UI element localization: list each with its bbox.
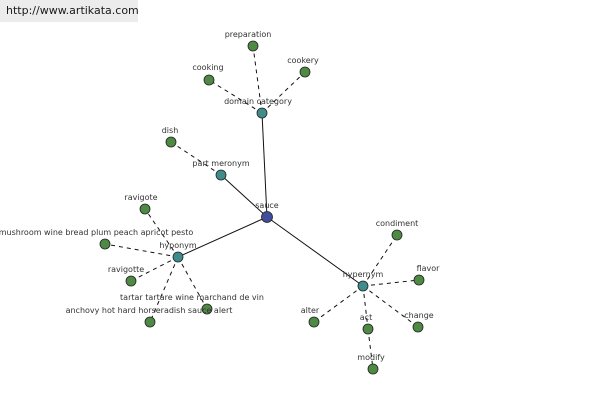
edge-part_meronym-dish <box>170 141 222 176</box>
node-label: ravigotte <box>108 265 144 274</box>
node-flavor[interactable]: flavor <box>413 264 441 286</box>
node-label: act <box>360 313 372 322</box>
edge-sauce-hyponym <box>177 216 268 258</box>
edge-hypernym-condiment <box>362 234 398 287</box>
node-modify[interactable]: modify <box>357 353 385 375</box>
node-condiment[interactable]: condiment <box>376 219 419 241</box>
edge-sauce-part_meronym <box>220 174 268 218</box>
edge-domain_category-cookery <box>261 71 306 114</box>
node-marker[interactable] <box>367 363 379 375</box>
node-marker[interactable] <box>172 251 184 263</box>
node-anchovy[interactable]: anchovy hot hard horseradish sauce alert <box>66 306 233 328</box>
edge-hyponym-anchovy <box>149 256 179 323</box>
edge-sauce-domain_category <box>261 112 268 218</box>
node-sauce[interactable]: sauce <box>255 201 279 223</box>
node-label: part meronym <box>192 159 249 168</box>
node-preparation[interactable]: preparation <box>225 30 272 52</box>
node-label: sauce <box>255 201 279 210</box>
node-label: preparation <box>225 30 272 39</box>
node-cooking[interactable]: cooking <box>192 63 224 86</box>
node-marker[interactable] <box>201 303 213 315</box>
node-marker[interactable] <box>125 275 137 287</box>
graph-edges <box>104 45 420 370</box>
node-label: tartar tartare wine marchand de vin <box>120 293 264 302</box>
node-marker[interactable] <box>203 74 215 86</box>
node-label: condiment <box>376 219 419 228</box>
edge-hyponym-tartar_marchand <box>177 256 208 310</box>
node-label: cookery <box>287 56 319 65</box>
node-cookery[interactable]: cookery <box>287 56 319 78</box>
node-marker[interactable] <box>139 203 151 215</box>
node-label: anchovy hot hard horseradish sauce alert <box>66 306 233 315</box>
node-marker[interactable] <box>144 316 156 328</box>
node-label: alter <box>301 306 320 315</box>
node-ravigote-1[interactable]: ravigote <box>124 193 158 215</box>
node-alter[interactable]: alter <box>301 306 320 328</box>
graph-nodes: sauce domain category part meronym hyponym h… <box>0 30 441 375</box>
node-marker[interactable] <box>357 280 369 292</box>
node-hypernym[interactable]: hypernym <box>343 270 384 292</box>
node-marker[interactable] <box>99 238 111 250</box>
node-marker[interactable] <box>215 169 227 181</box>
node-marker[interactable] <box>362 323 374 335</box>
edge-hypernym-act <box>362 285 369 330</box>
edge-hypernym-flavor <box>362 279 420 287</box>
edge-hyponym-ravigote_1 <box>144 208 179 258</box>
node-marker[interactable] <box>261 211 273 223</box>
edge-hypernym-change <box>362 285 419 328</box>
node-change[interactable]: change <box>404 311 434 333</box>
node-marker[interactable] <box>412 321 424 333</box>
edge-hypernym-alter <box>313 285 364 323</box>
node-marker[interactable] <box>247 40 259 52</box>
node-marker[interactable] <box>308 316 320 328</box>
node-act[interactable]: act <box>360 313 374 335</box>
node-mushroom-wine[interactable]: mushroom wine bread plum peach apricot p… <box>0 228 193 250</box>
node-label: cooking <box>192 63 223 72</box>
node-label: modify <box>357 353 385 362</box>
node-dish[interactable]: dish <box>162 126 179 148</box>
node-marker[interactable] <box>256 107 268 119</box>
edge-domain_category-cooking <box>208 79 263 114</box>
node-marker[interactable] <box>391 229 403 241</box>
edge-domain_category-preparation <box>252 45 263 114</box>
edge-hyponym-ravigotte <box>130 256 179 282</box>
node-label: hyponym <box>159 241 197 250</box>
node-label: flavor <box>417 264 441 273</box>
site-url-banner[interactable]: http://www.artikata.com <box>0 0 139 22</box>
node-tartar-marchand[interactable]: tartar tartare wine marchand de vin <box>120 293 264 315</box>
node-ravigotte[interactable]: ravigotte <box>108 265 144 287</box>
edge-sauce-hypernym <box>266 216 364 287</box>
node-marker[interactable] <box>165 136 177 148</box>
node-marker[interactable] <box>299 66 311 78</box>
node-label: ravigote <box>124 193 157 202</box>
edge-act-modify <box>367 328 374 370</box>
node-label: hypernym <box>343 270 384 279</box>
node-label: domain category <box>224 97 292 106</box>
node-label: change <box>404 311 434 320</box>
node-part-meronym[interactable]: part meronym <box>192 159 250 181</box>
node-marker[interactable] <box>413 274 425 286</box>
node-label: mushroom wine bread plum peach apricot p… <box>0 228 193 237</box>
node-hyponym[interactable]: hyponym <box>159 241 197 263</box>
node-label: dish <box>162 126 179 135</box>
node-domain-category[interactable]: domain category <box>224 97 292 119</box>
